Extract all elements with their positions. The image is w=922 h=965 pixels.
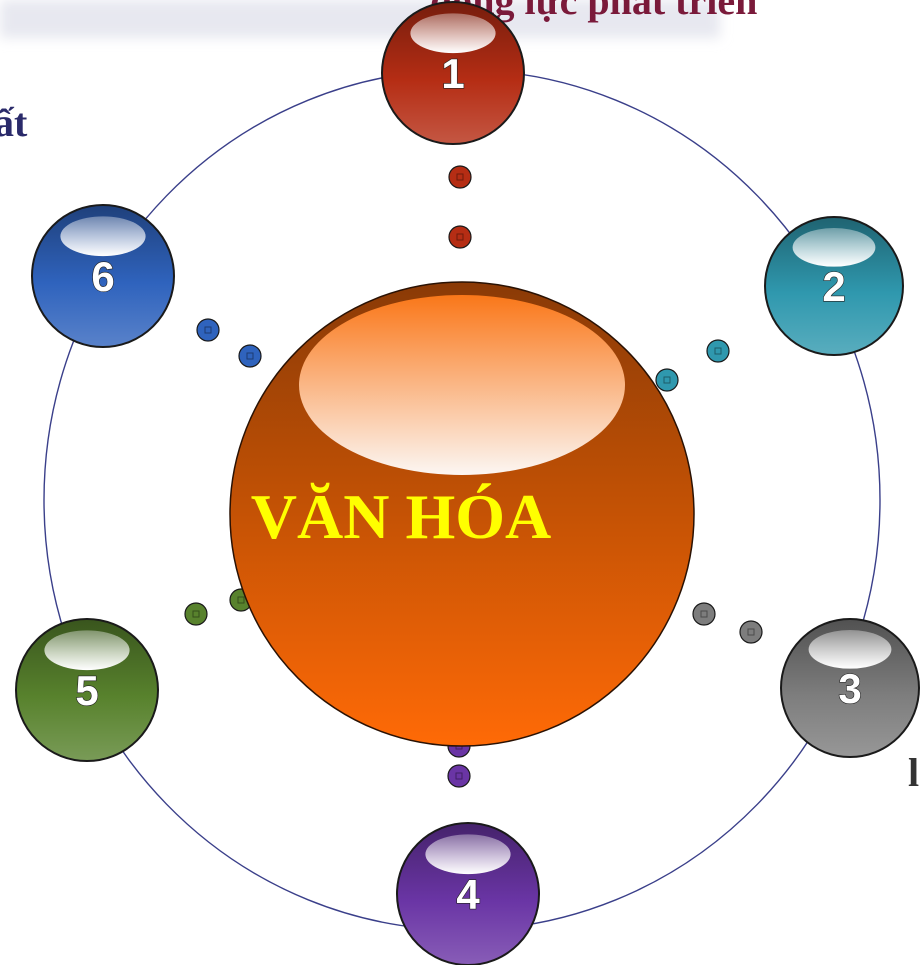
connector-dot [448, 165, 472, 189]
node-sphere-highlight [410, 13, 496, 54]
node-label: 1 [441, 50, 464, 97]
connector-dot [739, 620, 763, 644]
node-2: 2 [764, 216, 904, 356]
node-sphere-highlight [808, 630, 892, 669]
connector-dot [447, 764, 471, 788]
connector-dots [184, 165, 763, 788]
node-sphere-highlight [425, 834, 511, 875]
left-word-fragment: ất [0, 100, 28, 145]
connector-dot [448, 225, 472, 249]
node-4: 4 [396, 822, 540, 965]
center-sphere: VĂN HÓA [229, 281, 695, 747]
connector-dot [238, 344, 262, 368]
node-sphere-highlight [792, 228, 876, 267]
center-label: VĂN HÓA [251, 481, 551, 552]
node-sphere-highlight [60, 216, 146, 257]
node-3: 3 [780, 618, 920, 758]
node-1: 1 [381, 1, 525, 145]
node-label: 4 [456, 871, 480, 918]
connector-dot [692, 602, 716, 626]
node-spheres: 1 2 3 4 5 6 [15, 1, 920, 965]
node-5: 5 [15, 618, 159, 762]
node-label: 5 [75, 667, 98, 714]
node-label: 3 [838, 665, 861, 712]
connector-dot [184, 602, 208, 626]
node-sphere-highlight [44, 630, 130, 671]
node-label: 2 [822, 263, 845, 310]
right-letter-fragment: l [908, 750, 919, 795]
title-banner-shadow [0, 0, 720, 38]
node-label: 6 [91, 253, 114, 300]
node-6: 6 [31, 204, 175, 348]
title-fragment: động lực phát triển [430, 0, 757, 23]
connector-dot [655, 368, 679, 392]
connector-dot [196, 318, 220, 342]
center-sphere-highlight [299, 295, 625, 475]
connector-dot [706, 339, 730, 363]
